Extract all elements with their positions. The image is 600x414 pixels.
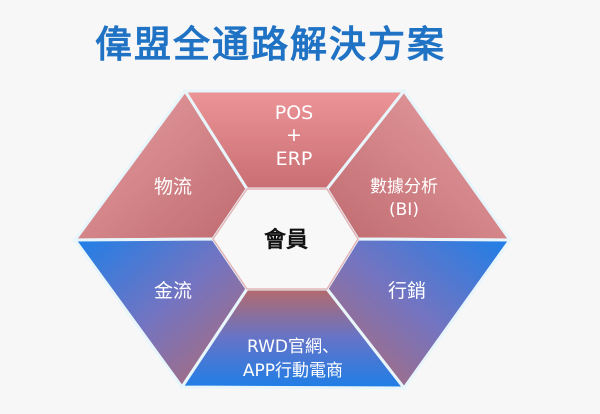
- label-bottom-left: 金流: [154, 280, 192, 302]
- center-label: 會員: [264, 227, 308, 253]
- label-top-left: 物流: [154, 176, 192, 198]
- label-top-right-line2: (BI): [389, 200, 419, 220]
- center-hexagon: [212, 188, 359, 290]
- label-top-right-line1: 數據分析: [370, 177, 438, 197]
- label-top-line3: ERP: [276, 148, 313, 170]
- label-bottom-line2: APP行動電商: [243, 361, 343, 381]
- label-bottom-line1: RWD官網、: [247, 337, 339, 357]
- label-bottom-right: 行銷: [388, 280, 426, 302]
- label-top-line1: POS: [275, 102, 313, 124]
- label-top-line2: +: [286, 124, 302, 146]
- page-title: 偉盟全通路解決方案: [95, 23, 446, 66]
